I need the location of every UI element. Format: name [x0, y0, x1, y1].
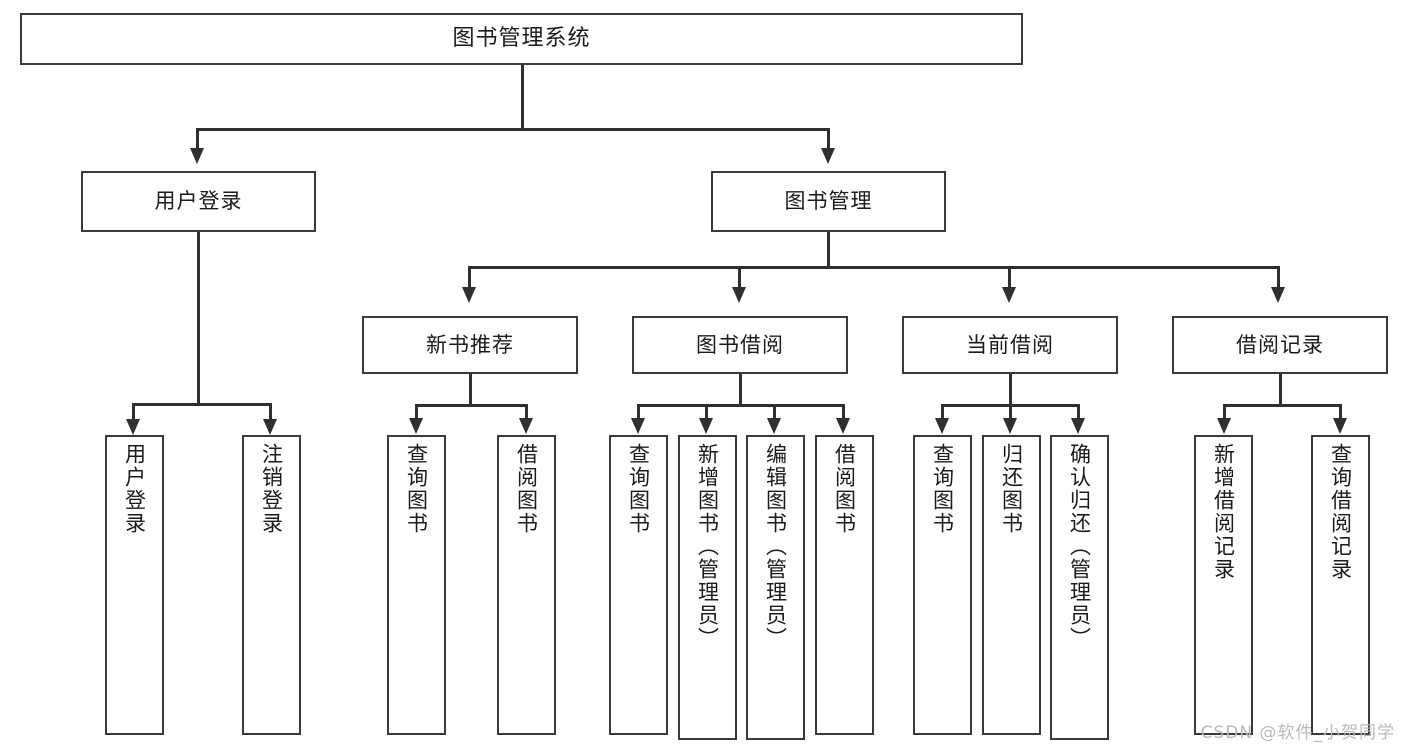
connector-currentborrow-stem — [1009, 374, 1012, 406]
arrow-currentborrow-0 — [935, 418, 949, 434]
arrow-level2-3 — [1271, 287, 1285, 303]
leaf-borrow-book-recommend[interactable]: 借阅图书 — [497, 435, 556, 735]
connector-userlogin-bus — [132, 403, 269, 406]
connector-bookborrow-drop-0 — [637, 404, 640, 420]
connector-userlogin-drop-1 — [269, 403, 272, 421]
node-user-login[interactable]: 用户登录 — [81, 171, 316, 232]
leaf-user-logout[interactable]: 注销登录 — [242, 435, 301, 735]
arrow-borrowrecord-1 — [1333, 418, 1347, 434]
connector-borrowrecord-drop-1 — [1339, 404, 1342, 420]
connector-level2-bus — [468, 266, 1280, 269]
node-label: 图书借阅 — [696, 332, 784, 357]
arrow-level2-2 — [1002, 287, 1016, 303]
connector-level2-drop-3 — [1277, 266, 1280, 289]
node-label: 用户登录 — [122, 443, 147, 535]
node-label: 新增借阅记录 — [1211, 443, 1236, 581]
node-label: 图书管理 — [784, 189, 873, 214]
connector-root-stem — [521, 65, 524, 130]
node-label: 查询图书 — [626, 443, 651, 535]
node-current-borrow[interactable]: 当前借阅 — [902, 316, 1118, 374]
leaf-query-book[interactable]: 查询图书 — [609, 435, 668, 735]
connector-level1-bus — [196, 128, 830, 131]
node-label: 新增图书（管理员） — [695, 443, 720, 650]
connector-borrowrecord-stem — [1279, 374, 1282, 406]
node-borrow-record[interactable]: 借阅记录 — [1172, 316, 1388, 374]
leaf-borrow-book[interactable]: 借阅图书 — [815, 435, 874, 735]
connector-level2-drop-2 — [1008, 266, 1011, 289]
arrow-newbook-1 — [519, 418, 533, 434]
arrow-level2-0 — [462, 287, 476, 303]
arrow-currentborrow-2 — [1071, 418, 1085, 434]
leaf-confirm-return-admin[interactable]: 确认归还（管理员） — [1050, 435, 1109, 740]
connector-currentborrow-drop-2 — [1077, 404, 1080, 420]
connector-bookborrow-bus — [637, 404, 845, 407]
connector-bookborrow-drop-2 — [773, 404, 776, 420]
node-root-system[interactable]: 图书管理系统 — [20, 13, 1023, 65]
arrow-userlogin-1 — [263, 419, 277, 435]
leaf-user-login[interactable]: 用户登录 — [105, 435, 164, 735]
arrow-bookborrow-3 — [836, 418, 850, 434]
connector-userlogin-drop-0 — [132, 403, 135, 421]
leaf-query-borrow-record[interactable]: 查询借阅记录 — [1311, 435, 1370, 735]
connector-userlogin-stem — [197, 232, 200, 405]
arrow-borrowrecord-0 — [1217, 418, 1231, 434]
node-label: 用户登录 — [154, 189, 243, 214]
arrow-bookborrow-0 — [631, 418, 645, 434]
arrow-level2-1 — [732, 287, 746, 303]
node-label: 查询借阅记录 — [1328, 443, 1353, 581]
connector-currentborrow-drop-1 — [1009, 404, 1012, 420]
connector-borrowrecord-drop-0 — [1223, 404, 1226, 420]
connector-bookborrow-drop-3 — [842, 404, 845, 420]
node-new-book-recommend[interactable]: 新书推荐 — [362, 316, 578, 374]
node-book-borrow[interactable]: 图书借阅 — [632, 316, 848, 374]
node-label: 借阅记录 — [1236, 332, 1324, 357]
connector-borrowrecord-bus — [1223, 404, 1342, 407]
arrow-bookborrow-2 — [767, 418, 781, 434]
connector-level2-drop-1 — [738, 266, 741, 289]
connector-newbook-stem — [469, 374, 472, 406]
arrow-bookborrow-1 — [699, 418, 713, 434]
connector-newbook-drop-1 — [525, 404, 528, 420]
leaf-return-book[interactable]: 归还图书 — [982, 435, 1041, 735]
node-label: 查询图书 — [930, 443, 955, 535]
node-label: 借阅图书 — [514, 443, 539, 535]
connector-level1-drop-0 — [196, 128, 199, 150]
connector-level1-drop-1 — [827, 128, 830, 150]
connector-bookborrow-stem — [739, 374, 742, 406]
connector-newbook-drop-0 — [415, 404, 418, 420]
arrow-level1-1 — [821, 148, 835, 164]
leaf-query-book-recommend[interactable]: 查询图书 — [387, 435, 446, 735]
connector-bookborrow-drop-1 — [705, 404, 708, 420]
leaf-add-book-admin[interactable]: 新增图书（管理员） — [678, 435, 737, 740]
connector-currentborrow-drop-0 — [941, 404, 944, 420]
node-label: 确认归还（管理员） — [1067, 443, 1092, 650]
arrow-level1-0 — [190, 148, 204, 164]
leaf-edit-book-admin[interactable]: 编辑图书（管理员） — [746, 435, 805, 740]
connector-newbook-bus — [415, 404, 528, 407]
connector-bookmgmt-stem — [827, 232, 830, 268]
node-label: 当前借阅 — [966, 332, 1054, 357]
leaf-query-book-current[interactable]: 查询图书 — [913, 435, 972, 735]
node-label: 编辑图书（管理员） — [763, 443, 788, 650]
node-label: 注销登录 — [259, 443, 284, 535]
connector-level2-drop-0 — [468, 266, 471, 289]
leaf-add-borrow-record[interactable]: 新增借阅记录 — [1194, 435, 1253, 735]
arrow-userlogin-0 — [126, 419, 140, 435]
arrow-currentborrow-1 — [1003, 418, 1017, 434]
node-book-management[interactable]: 图书管理 — [711, 171, 946, 232]
node-label: 新书推荐 — [426, 332, 514, 357]
node-label: 借阅图书 — [832, 443, 857, 535]
node-label: 查询图书 — [404, 443, 429, 535]
arrow-newbook-0 — [409, 418, 423, 434]
node-label: 图书管理系统 — [452, 26, 591, 52]
node-label: 归还图书 — [999, 443, 1024, 535]
